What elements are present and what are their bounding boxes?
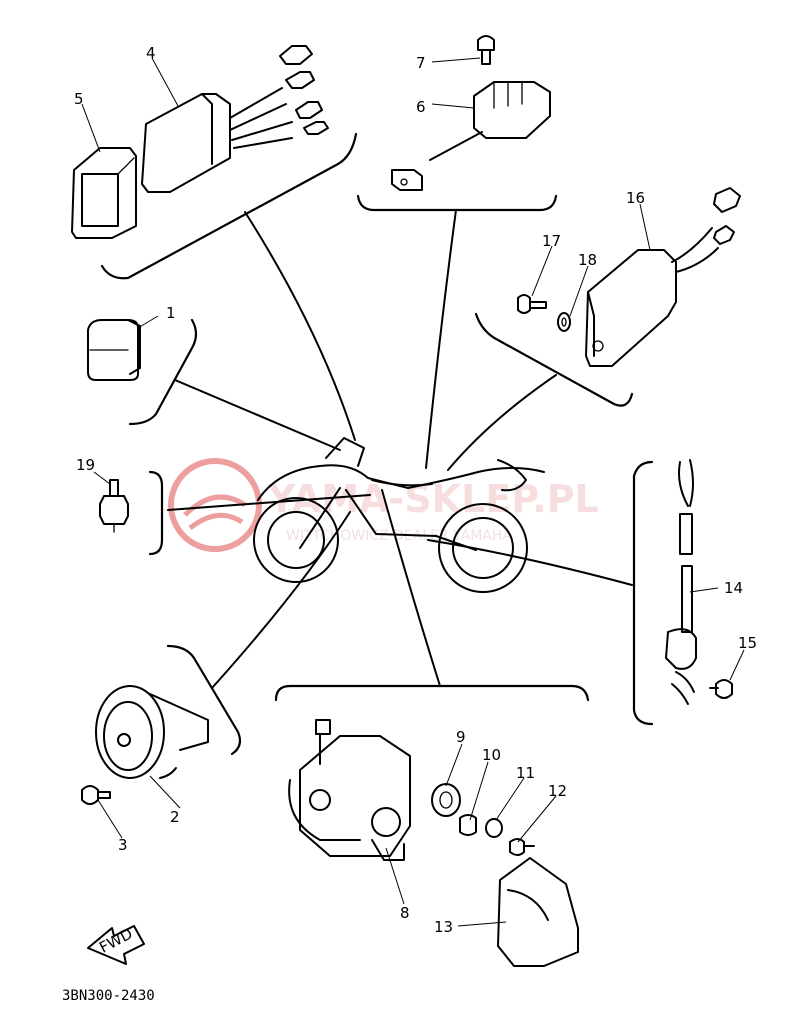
part-10-collar [459, 814, 477, 836]
watermark-logo-icon [168, 458, 262, 552]
part-11-washer [485, 818, 503, 838]
callout-leaders [81, 57, 745, 927]
callout-7: 7 [416, 54, 426, 72]
callout-10: 10 [482, 746, 501, 764]
brackets [100, 132, 654, 756]
callout-6: 6 [416, 98, 426, 116]
part-17-bolt [517, 294, 547, 314]
callout-9: 9 [456, 728, 466, 746]
part-12-screw [509, 838, 535, 856]
part-3-bolt [81, 785, 111, 805]
part-8-pickup-assembly [288, 719, 411, 861]
callout-14: 14 [724, 579, 743, 597]
callout-19: 19 [76, 456, 95, 474]
callout-18: 18 [578, 251, 597, 269]
callout-13: 13 [434, 918, 453, 936]
callout-3: 3 [118, 836, 128, 854]
callout-2: 2 [170, 808, 180, 826]
callout-16: 16 [626, 189, 645, 207]
callout-12: 12 [548, 782, 567, 800]
callout-1: 1 [166, 304, 176, 322]
watermark-subtitle: WITTCHOWICZ DEALER YAMAHA [286, 528, 512, 544]
part-15-screw [709, 679, 733, 699]
callout-numbers: 1 2 3 4 5 6 7 8 9 10 11 12 13 14 15 16 1… [74, 44, 757, 936]
fwd-arrow-icon: FWD [87, 924, 145, 965]
part-9-grommet [431, 783, 461, 817]
callout-8: 8 [400, 904, 410, 922]
part-18-washer [557, 312, 571, 332]
callout-17: 17 [542, 232, 561, 250]
part-1-relay [87, 319, 141, 381]
part-7-bolt [477, 35, 495, 65]
leader-lines [167, 209, 633, 689]
part-13-cover [497, 857, 579, 967]
callout-11: 11 [516, 764, 535, 782]
part-16-regulator [585, 187, 741, 367]
callout-15: 15 [738, 634, 757, 652]
diagram-code: 3BN300-2430 [62, 988, 155, 1004]
part-14-switch-lead [665, 459, 697, 705]
part-6-flasher [391, 81, 551, 191]
part-2-horn [95, 685, 209, 779]
callout-4: 4 [146, 44, 156, 62]
callout-5: 5 [74, 90, 84, 108]
motorcycle-silhouette [253, 437, 545, 593]
part-4-ignitor [141, 45, 329, 193]
part-19-sensor [99, 479, 129, 533]
part-5-cover [71, 147, 137, 239]
